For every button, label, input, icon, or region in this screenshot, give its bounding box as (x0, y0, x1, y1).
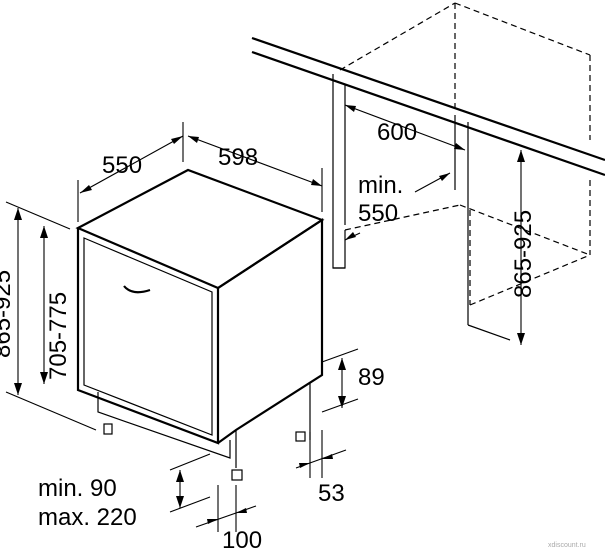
dishwasher-body (75, 168, 325, 481)
niche-width-dimension: 600 (344, 104, 466, 151)
door-height-label: 705-775 (45, 292, 72, 380)
niche-width-label: 600 (377, 119, 417, 146)
foot-clearance-dimension: min. 90 max. 220 (38, 453, 211, 531)
watermark: xdiscount.ru (548, 542, 586, 549)
plinth-setback-dimension: 53 (295, 430, 347, 507)
foot (103, 423, 113, 435)
depth-dimension: 550 (77, 122, 184, 222)
foot-clearance-min-label: min. 90 (38, 475, 117, 502)
plinth-setback-label: 53 (318, 480, 345, 507)
foot (295, 431, 306, 442)
foot-offset-dimension: 100 (195, 485, 262, 550)
width-dimension: 598 (187, 135, 323, 212)
plinth-height-label: 89 (358, 364, 385, 391)
total-height-label: 865-925 (0, 270, 16, 358)
door-handle (123, 285, 151, 294)
depth-label: 550 (102, 152, 142, 179)
foot-offset-label: 100 (222, 527, 262, 550)
niche-height-label: 865-925 (510, 210, 537, 298)
niche-depth-dimension: min. 550 (344, 172, 451, 241)
foot-clearance-max-label: max. 220 (38, 504, 137, 531)
niche-height-dimension: 865-925 (510, 150, 537, 345)
niche-depth-value-label: 550 (358, 200, 398, 227)
plinth-height-dimension: 89 (321, 348, 385, 413)
door-height-dimension: 705-775 (40, 226, 72, 384)
niche-depth-min-label: min. (358, 172, 403, 199)
foot (231, 469, 243, 481)
cabinet-niche (251, 2, 605, 341)
total-height-dimension: 865-925 (0, 201, 97, 431)
width-label: 598 (218, 144, 258, 171)
